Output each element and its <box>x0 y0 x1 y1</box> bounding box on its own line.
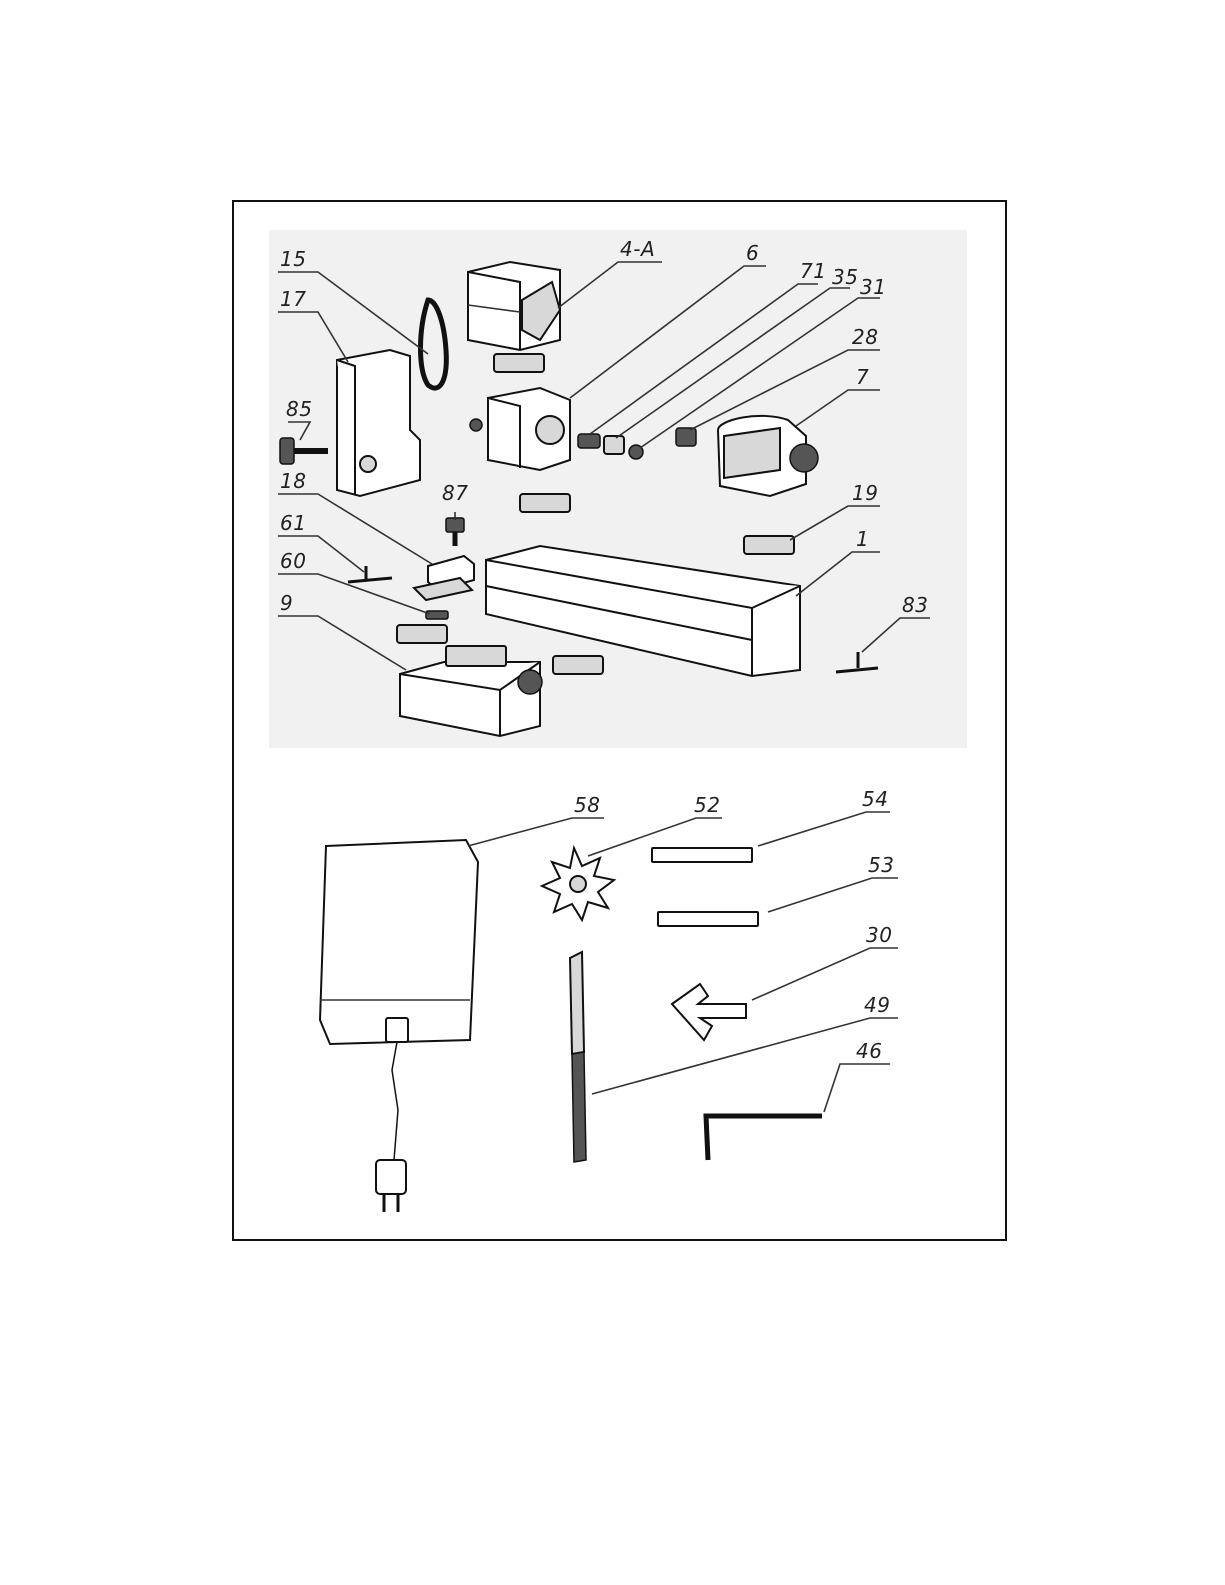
label-46: 46 <box>856 1039 882 1063</box>
part-18-clamp <box>414 556 474 600</box>
part-19-spacer <box>744 536 794 554</box>
part-58-control-box <box>320 840 478 1212</box>
spacer-block-bottom <box>553 656 603 674</box>
label-49: 49 <box>864 993 890 1017</box>
part-49-rod <box>570 952 586 1162</box>
spacer-block-left <box>397 625 447 643</box>
label-53: 53 <box>868 853 894 877</box>
part-61-plate <box>348 566 392 582</box>
label-4a: 4-A <box>620 237 655 261</box>
part-52-star-cutter <box>542 848 614 920</box>
part-7-motor <box>718 416 818 496</box>
spacer-block-upper <box>494 354 544 372</box>
part-6-headstock <box>470 388 570 470</box>
part-83-plate <box>836 652 878 672</box>
label-60: 60 <box>280 549 306 573</box>
label-15: 15 <box>280 247 306 271</box>
label-30: 30 <box>866 923 892 947</box>
part-46-hex-key <box>706 1116 822 1160</box>
part-17-guard <box>337 350 420 496</box>
part-4a-cover <box>468 262 560 350</box>
label-19: 19 <box>852 481 878 505</box>
part-30-arrow-tool <box>672 984 746 1040</box>
part-1-bed <box>486 546 800 676</box>
label-61: 61 <box>280 511 306 535</box>
part-87-screw <box>446 518 464 546</box>
part-15-belt <box>421 300 447 388</box>
label-85: 85 <box>286 397 312 421</box>
part-9-carriage <box>400 646 542 736</box>
label-87: 87 <box>442 481 468 505</box>
spacer-block-middle <box>520 494 570 512</box>
label-7: 7 <box>856 365 869 389</box>
label-28: 28 <box>852 325 878 349</box>
label-1: 1 <box>856 527 869 551</box>
label-52: 52 <box>694 793 720 817</box>
part-60-block <box>426 611 448 619</box>
label-35: 35 <box>832 265 858 289</box>
part-71-gear <box>578 434 600 448</box>
part-53-bar <box>658 912 758 926</box>
part-28-gear <box>676 428 696 446</box>
part-85-bolt <box>280 438 328 464</box>
label-18: 18 <box>280 469 306 493</box>
label-6: 6 <box>746 241 759 265</box>
label-83: 83 <box>902 593 928 617</box>
part-54-bar <box>652 848 752 862</box>
label-54: 54 <box>862 787 888 811</box>
label-17: 17 <box>280 287 306 311</box>
label-71: 71 <box>800 259 826 283</box>
label-58: 58 <box>574 793 600 817</box>
label-31: 31 <box>860 275 886 299</box>
label-9: 9 <box>280 591 293 615</box>
part-35-gear <box>604 436 624 454</box>
